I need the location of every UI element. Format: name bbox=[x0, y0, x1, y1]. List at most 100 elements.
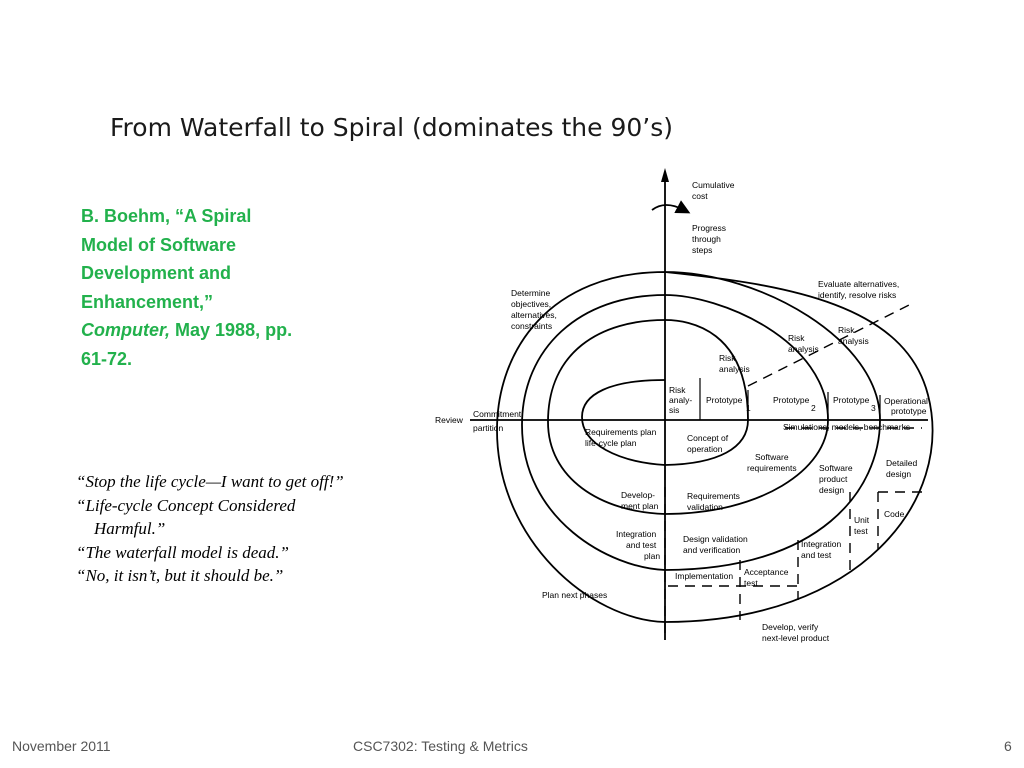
label-risk-analysis-2: Risk analysis bbox=[788, 333, 819, 354]
label-line: and test bbox=[626, 540, 657, 550]
citation: B. Boehm, “A Spiral Model of Software De… bbox=[81, 202, 351, 374]
label-code: Code bbox=[884, 509, 905, 519]
label-line: requirements bbox=[747, 463, 797, 473]
quotes-block: “Stop the life cycle—I want to get off!”… bbox=[76, 470, 406, 588]
label-software-product-design: Software product design bbox=[819, 463, 853, 495]
label-line: analysis bbox=[719, 364, 750, 374]
label-line: Detailed bbox=[886, 458, 917, 468]
label-integration-test-plan: Integration and test plan bbox=[616, 529, 660, 561]
label-line: Software bbox=[755, 452, 789, 462]
label-integration-and-test: Integration and test bbox=[801, 539, 841, 560]
label-risk-analysis-inner: Risk analy- sis bbox=[669, 385, 692, 415]
label-acceptance-test: Acceptance test bbox=[744, 567, 789, 588]
label-line: Evaluate alternatives, bbox=[818, 279, 899, 289]
label-line: constraints bbox=[511, 321, 552, 331]
label-line: sis bbox=[669, 405, 679, 415]
rotation-arrow bbox=[651, 200, 691, 214]
label-requirements-validation: Requirements validation bbox=[687, 491, 740, 512]
label-line: identify, resolve risks bbox=[818, 290, 896, 300]
label-line: objectives, bbox=[511, 299, 551, 309]
quote-line: “Stop the life cycle—I want to get off!” bbox=[76, 472, 344, 491]
quote-line: “No, it isn’t, but it should be.” bbox=[76, 566, 284, 585]
label-progress: Progress through steps bbox=[692, 223, 726, 255]
label-prototype-2: Prototype bbox=[773, 395, 810, 405]
label-line: Risk bbox=[788, 333, 805, 343]
label-line: Unit bbox=[854, 515, 870, 525]
label-line: plan bbox=[644, 551, 660, 561]
label-line: next-level product bbox=[762, 633, 830, 643]
spiral-loop-1 bbox=[581, 379, 749, 466]
citation-line: B. Boehm, “A Spiral bbox=[81, 206, 252, 226]
citation-line: 61-72. bbox=[81, 348, 133, 369]
label-develop-verify: Develop, verify next-level product bbox=[762, 622, 830, 643]
label-unit-test: Unit test bbox=[854, 515, 870, 536]
label-evaluate-alternatives: Evaluate alternatives, identify, resolve… bbox=[818, 279, 899, 300]
label-line: Software bbox=[819, 463, 853, 473]
slide-title: From Waterfall to Spiral (dominates the … bbox=[110, 113, 674, 142]
spiral-loop-4 bbox=[496, 271, 934, 623]
footer-date: November 2011 bbox=[12, 738, 111, 754]
citation-line: Computer, May 1988, pp. bbox=[81, 316, 351, 345]
label-line: Requirements plan bbox=[585, 427, 657, 437]
label-line: Risk bbox=[719, 353, 736, 363]
label-line: Commitment bbox=[473, 409, 522, 419]
label-determine-objectives: Determine objectives, alternatives, cons… bbox=[511, 288, 557, 331]
label-risk-analysis-outer: Risk analysis bbox=[838, 325, 869, 346]
label-line: validation bbox=[687, 502, 723, 512]
label-line: life-cycle plan bbox=[585, 438, 637, 448]
spiral-loop-3 bbox=[521, 294, 881, 571]
label-risk-analysis-3: Risk analysis bbox=[719, 353, 750, 374]
label-line: Requirements bbox=[687, 491, 740, 501]
label-concept-of-operation: Concept of operation bbox=[687, 433, 729, 454]
label-cumulative-cost: Cumulative cost bbox=[692, 180, 735, 201]
label-line: test bbox=[744, 578, 758, 588]
label-number-2: 2 bbox=[811, 403, 816, 413]
axis-arrowhead bbox=[661, 168, 669, 182]
spiral-loop-2 bbox=[547, 319, 829, 515]
label-line: Develop, verify bbox=[762, 622, 819, 632]
label-line: test bbox=[854, 526, 868, 536]
label-line: Determine bbox=[511, 288, 550, 298]
label-review: Review bbox=[435, 415, 464, 425]
label-line: steps bbox=[692, 245, 712, 255]
citation-line: Development and bbox=[81, 263, 232, 284]
label-line: Cumulative bbox=[692, 180, 735, 190]
citation-line: Model of Software bbox=[81, 234, 237, 255]
citation-line: Enhancement,” bbox=[81, 291, 214, 312]
dashed-divider bbox=[747, 301, 916, 387]
label-prototype-1: Prototype bbox=[706, 395, 743, 405]
label-line: ment plan bbox=[621, 501, 659, 511]
label-line: cost bbox=[692, 191, 708, 201]
label-line: design bbox=[886, 469, 911, 479]
label-number-1: 1 bbox=[746, 403, 751, 413]
label-design-validation: Design validation and verification bbox=[683, 534, 748, 555]
label-line: design bbox=[819, 485, 844, 495]
label-line: prototype bbox=[891, 406, 927, 416]
label-line: partition bbox=[473, 423, 504, 433]
footer-course: CSC7302: Testing & Metrics bbox=[353, 738, 528, 754]
label-line: analysis bbox=[838, 336, 869, 346]
label-line: Risk bbox=[838, 325, 855, 335]
label-line: and test bbox=[801, 550, 832, 560]
label-line: through bbox=[692, 234, 721, 244]
label-line: Acceptance bbox=[744, 567, 789, 577]
label-line: analy- bbox=[669, 395, 692, 405]
label-commitment-partition: Commitment partition bbox=[473, 409, 522, 433]
label-line: Develop- bbox=[621, 490, 655, 500]
label-line: Operational bbox=[884, 396, 928, 406]
label-software-requirements: Software requirements bbox=[747, 452, 797, 473]
label-development-plan: Develop- ment plan bbox=[621, 490, 659, 511]
label-line: operation bbox=[687, 444, 723, 454]
label-line: Progress bbox=[692, 223, 726, 233]
footer-page-number: 6 bbox=[1004, 738, 1012, 754]
citation-pages: May 1988, pp. bbox=[170, 320, 293, 341]
label-line: Integration bbox=[616, 529, 656, 539]
label-implementation: Implementation bbox=[675, 571, 733, 581]
label-line: Design validation bbox=[683, 534, 748, 544]
label-line: Concept of bbox=[687, 433, 729, 443]
label-number-3: 3 bbox=[871, 403, 876, 413]
label-line: Integration bbox=[801, 539, 841, 549]
label-prototype-3: Prototype bbox=[833, 395, 870, 405]
citation-journal: Computer, bbox=[81, 320, 171, 341]
